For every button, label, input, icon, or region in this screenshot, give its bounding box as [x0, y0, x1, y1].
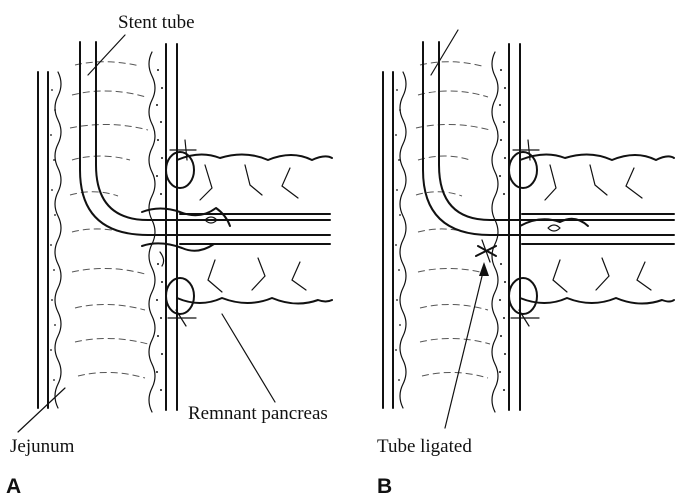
jejunum-label: Jejunum [10, 436, 75, 457]
panel-b-stent-tube [423, 42, 674, 235]
panel-b-jejunum-right-wall [492, 44, 520, 412]
panel-a-jejunum-leader [18, 388, 65, 432]
panel-a-stent-leader [88, 35, 125, 75]
panel-b-label: B [377, 475, 392, 495]
panel-b-illustration [383, 30, 674, 428]
panel-b-stent-leader [431, 30, 458, 75]
tube-ligated-label: Tube ligated [377, 436, 472, 457]
panel-a-label: A [6, 475, 21, 495]
panel-a-pancreatic-duct [180, 214, 330, 244]
remnant-pancreas-label: Remnant pancreas [188, 403, 328, 424]
panel-b-remnant-pancreas [520, 154, 674, 303]
stent-tube-label: Stent tube [118, 12, 195, 33]
panel-a-jejunum-right-wall [149, 44, 177, 412]
panel-a-pancreas-leader [222, 314, 275, 402]
panel-a-remnant-pancreas [177, 154, 332, 303]
panel-b-jejunum-left-wall [383, 72, 406, 408]
panel-a-jejunum-left-wall [38, 72, 61, 408]
panel-a-stent-tube [80, 42, 330, 235]
panel-b-ligature-arrow [445, 262, 489, 428]
panel-a-illustration [18, 35, 332, 432]
